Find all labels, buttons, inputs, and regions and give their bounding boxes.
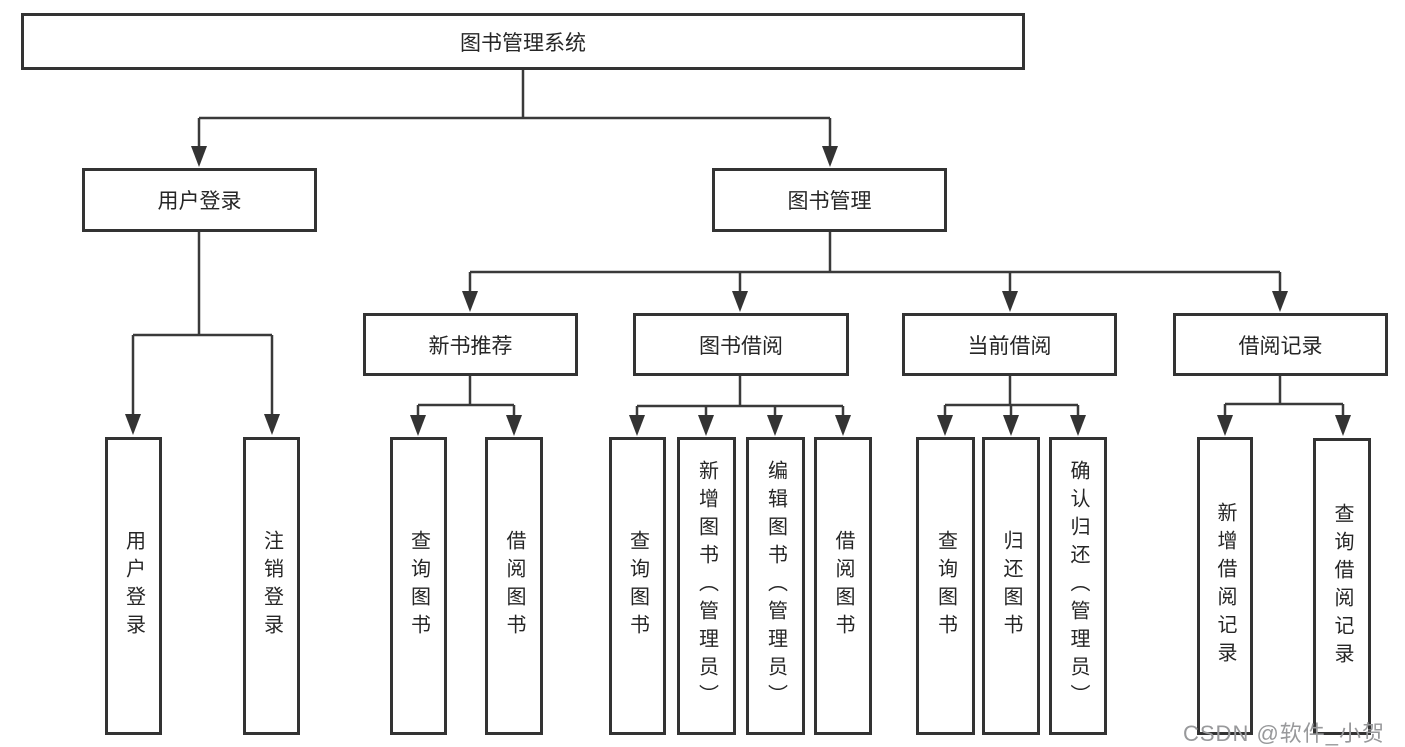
leaf-borrow-query-books: 查询图书 [609,437,666,735]
arrow-icon [767,415,783,436]
arrow-icon [822,146,838,167]
connector-book-mgmt-to-level3 [468,232,1282,292]
arrow-icon [835,415,851,436]
leaf-user-login: 用户登录 [105,437,162,735]
connector-root-to-level2 [197,70,832,147]
leaf-records-query-record: 查询借阅记录 [1313,438,1371,735]
arrow-icon [191,146,207,167]
connector-borrow-group [635,376,845,416]
arrow-icon [264,414,280,435]
arrow-icon [1002,291,1018,312]
node-book-borrow: 图书借阅 [633,313,849,376]
arrowheads [125,146,1351,436]
node-user-login: 用户登录 [82,168,317,232]
connector-strokes [131,70,1345,416]
leaf-borrow-add-books-admin: 新增图书（管理员） [677,437,736,735]
connector-current-group [943,376,1080,416]
connector-user-login-group [131,232,274,415]
node-book-management: 图书管理 [712,168,947,232]
connector-new-book-group [416,376,516,416]
leaf-newbook-borrow-books: 借阅图书 [485,437,543,735]
leaf-borrow-borrow-books: 借阅图书 [814,437,872,735]
node-root-system: 图书管理系统 [21,13,1025,70]
arrow-icon [732,291,748,312]
node-borrow-records: 借阅记录 [1173,313,1388,376]
node-current-borrow: 当前借阅 [902,313,1117,376]
arrow-icon [629,415,645,436]
csdn-watermark: CSDN @软件_小贺同学 [1183,721,1386,746]
arrow-icon [1272,291,1288,312]
arrow-icon [125,414,141,435]
arrow-icon [937,415,953,436]
arrow-icon [1217,415,1233,436]
arrow-icon [1003,415,1019,436]
arrow-icon [1335,415,1351,436]
leaf-current-query-books: 查询图书 [916,437,975,735]
leaf-newbook-query-books: 查询图书 [390,437,447,735]
connector-records-group [1223,376,1345,416]
arrow-icon [698,415,714,436]
arrow-icon [410,415,426,436]
leaf-current-confirm-return-admin: 确认归还（管理员） [1049,437,1107,735]
leaf-borrow-edit-books-admin: 编辑图书（管理员） [746,437,805,735]
leaf-records-add-record: 新增借阅记录 [1197,437,1253,735]
arrow-icon [462,291,478,312]
arrow-icon [1070,415,1086,436]
leaf-logout: 注销登录 [243,437,300,735]
leaf-current-return-books: 归还图书 [982,437,1040,735]
arrow-icon [506,415,522,436]
node-new-book-recommend: 新书推荐 [363,313,578,376]
